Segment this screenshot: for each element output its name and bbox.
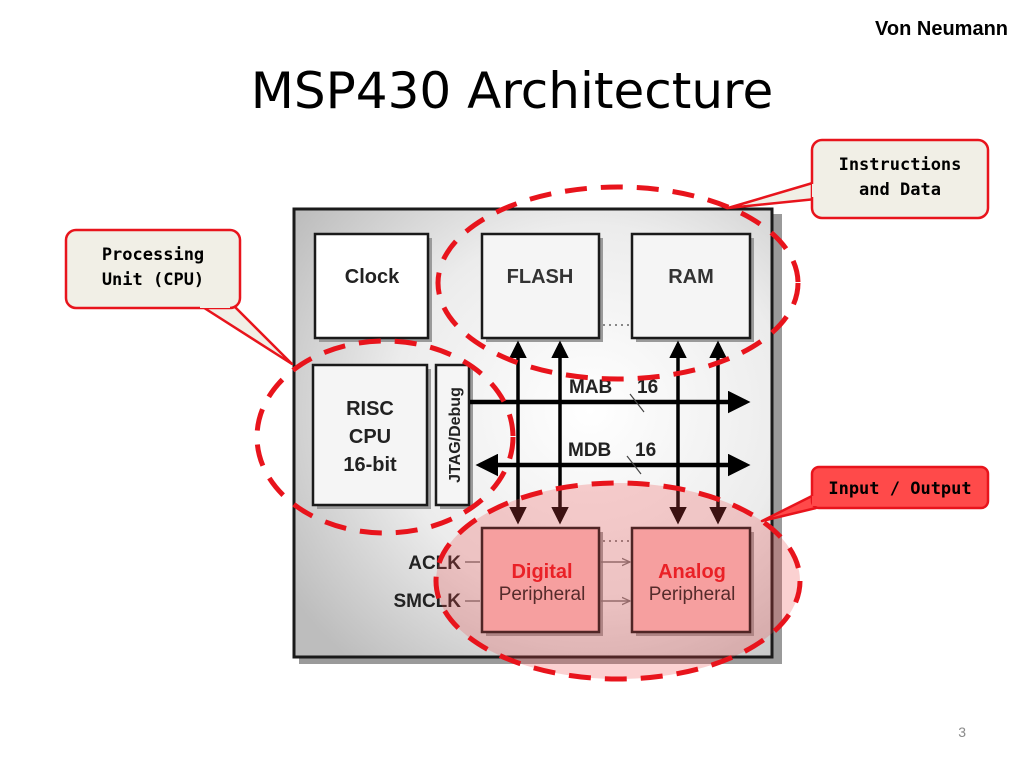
bus-taps	[509, 340, 727, 525]
risc-label-line2: CPU	[349, 426, 391, 448]
clock-signals: ACLK SMCLK	[393, 553, 630, 612]
memory-highlight-ellipse	[435, 184, 801, 382]
analog-label-line2: Peripheral	[649, 584, 736, 605]
jtag-debug-block: JTAG/Debug	[434, 363, 473, 509]
page-number: 3	[958, 724, 966, 740]
instructions-callout-line1: Instructions	[839, 155, 962, 175]
io-callout-label: Input / Output	[828, 479, 971, 499]
analog-label-line1: Analog	[658, 561, 726, 583]
risc-label-line3: 16-bit	[343, 454, 397, 476]
risc-cpu-block: RISC CPU 16-bit	[311, 363, 431, 509]
jtag-label: JTAG/Debug	[447, 387, 464, 483]
digital-peripheral-block: Digital Peripheral	[480, 526, 603, 636]
slide-title: MSP430 Architecture	[250, 62, 774, 120]
processing-callout-line2: Unit (CPU)	[102, 270, 204, 290]
clock-block: Clock	[313, 232, 432, 342]
analog-peripheral-block: Analog Peripheral	[630, 526, 754, 636]
mdb-width: 16	[635, 440, 656, 461]
smclk-label: SMCLK	[393, 591, 461, 612]
instructions-callout-line2: and Data	[859, 180, 941, 200]
cpu-highlight-ellipse	[254, 338, 516, 536]
instructions-data-callout: Instructions and Data	[726, 138, 990, 220]
io-highlight-ellipse	[433, 480, 803, 682]
processing-unit-callout: Processing Unit (CPU)	[64, 228, 294, 366]
risc-label-line1: RISC	[346, 398, 394, 420]
digital-label-line1: Digital	[511, 561, 572, 583]
corner-label: Von Neumann	[875, 18, 1008, 40]
mdb-label: MDB	[568, 440, 611, 461]
mab-width: 16	[637, 377, 658, 398]
ram-block: RAM	[630, 232, 754, 342]
io-callout: Input / Output	[760, 465, 990, 523]
processing-callout-line1: Processing	[102, 245, 204, 265]
clock-label: Clock	[345, 266, 400, 288]
digital-label-line2: Peripheral	[499, 584, 586, 605]
flash-block: FLASH	[480, 232, 603, 342]
aclk-label: ACLK	[408, 553, 461, 574]
flash-label: FLASH	[507, 266, 574, 288]
ram-label: RAM	[668, 266, 714, 288]
mab-label: MAB	[569, 377, 612, 398]
